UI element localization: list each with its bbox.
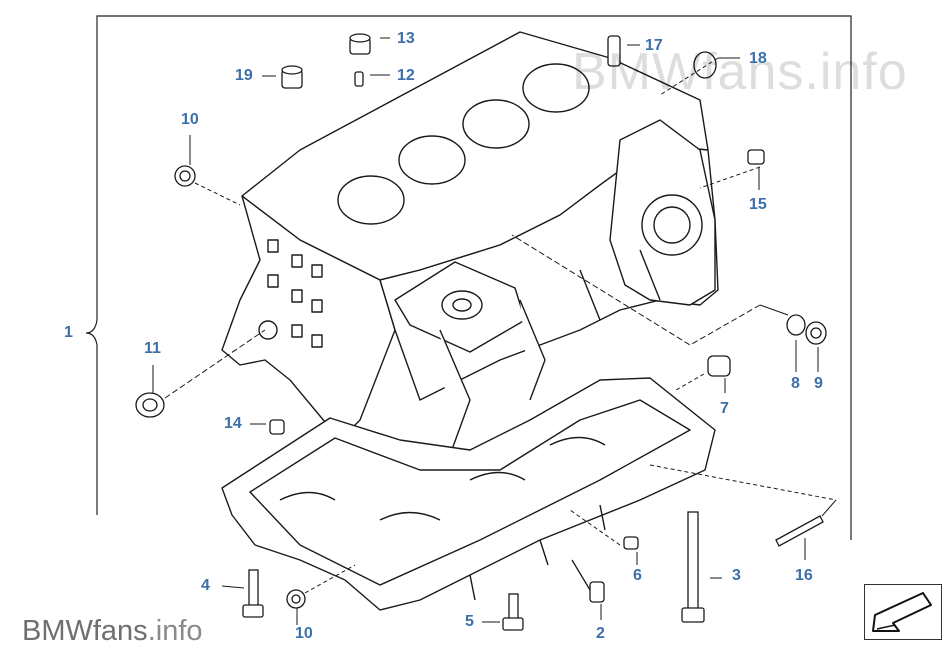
callout-13: 13 [397, 30, 415, 47]
part-5-bolt [502, 593, 524, 631]
part-19-sleeve [281, 65, 303, 89]
part-2-oil-nozzle [571, 559, 605, 603]
callout-11: 11 [144, 340, 161, 357]
callout-2: 2 [596, 625, 605, 642]
part-9-plug [805, 321, 827, 345]
callout-6: 6 [633, 567, 642, 584]
callout-8: 8 [791, 375, 800, 392]
part-7-sleeve [707, 355, 731, 377]
callout-14: 14 [224, 415, 242, 432]
engine-block [221, 31, 719, 456]
part-13-plug [349, 33, 371, 55]
callout-7: 7 [720, 400, 729, 417]
part-3-bolt [681, 511, 705, 623]
brand-name: BMWfans [22, 615, 148, 647]
part-15-plug [747, 149, 765, 165]
part-10-plug-upper [174, 165, 196, 187]
part-16-sensor [775, 515, 824, 547]
callout-15: 15 [749, 196, 767, 213]
navigate-back-button[interactable] [864, 584, 942, 640]
leader-lines [152, 37, 837, 625]
brand-suffix: .info [147, 615, 203, 647]
bedplate [221, 377, 716, 611]
callout-10-upper: 10 [181, 111, 199, 128]
callout-10-lower: 10 [295, 625, 313, 642]
part-4-bolt [242, 569, 264, 618]
assembly-bracket [85, 15, 852, 540]
callout-1: 1 [64, 324, 73, 341]
part-17-pin [607, 35, 621, 67]
part-10-plug-lower [286, 589, 306, 609]
callout-12: 12 [397, 67, 415, 84]
watermark-text: BMWfans.info [572, 43, 908, 101]
callout-16: 16 [795, 567, 813, 584]
callout-3: 3 [732, 567, 741, 584]
callout-18: 18 [749, 50, 767, 67]
callout-19: 19 [235, 67, 253, 84]
part-6-sleeve [623, 536, 639, 550]
callout-9: 9 [814, 375, 823, 392]
callout-17: 17 [645, 37, 663, 54]
part-11-plug [135, 392, 165, 418]
part-12-dowel [354, 71, 364, 87]
part-8-seal-ring [786, 314, 806, 336]
callout-4: 4 [201, 577, 210, 594]
part-14-dowel [269, 419, 285, 435]
callout-5: 5 [465, 613, 474, 630]
part-18-plug [693, 51, 717, 79]
arrow-down-left-icon [872, 592, 932, 632]
brand-logo: BMWfans.info [22, 615, 203, 648]
